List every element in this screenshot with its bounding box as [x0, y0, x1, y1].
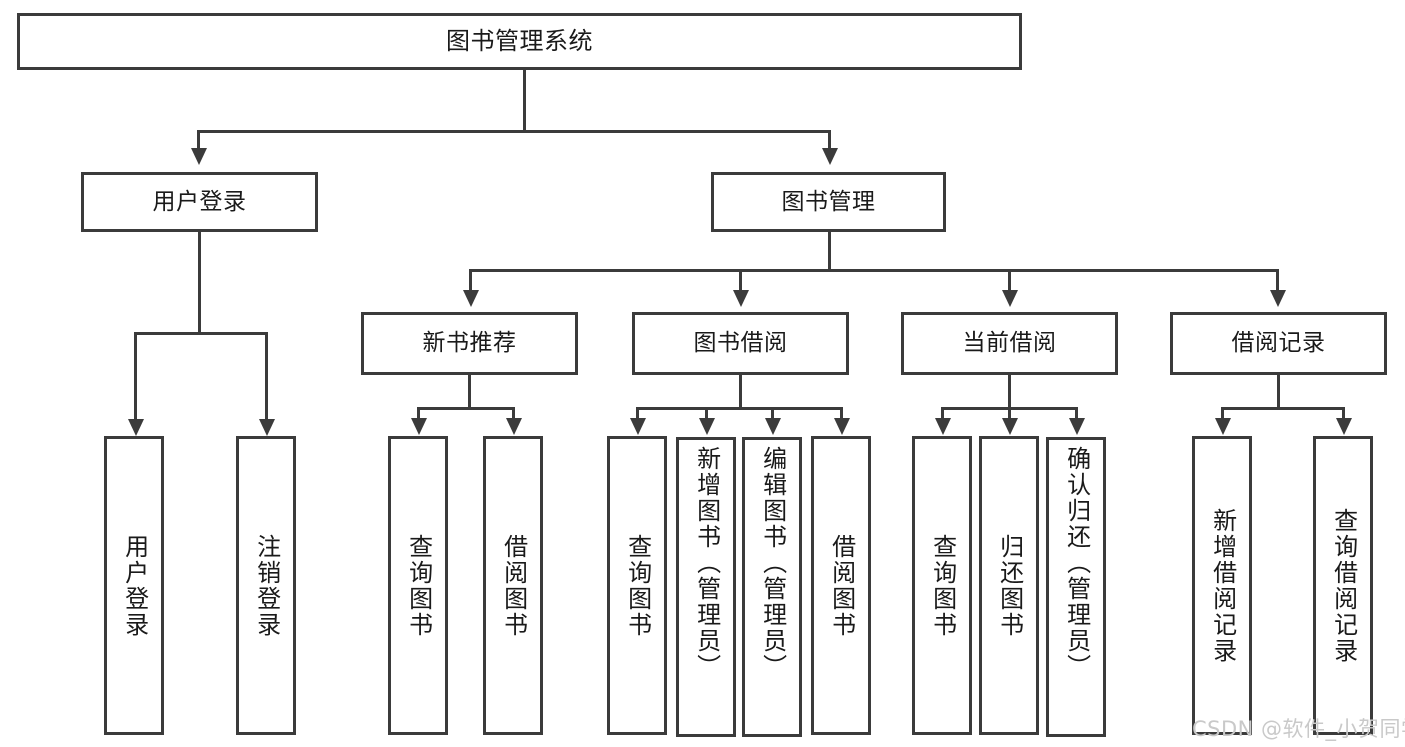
leaf-query-book-current[interactable]: 查询图书: [912, 436, 972, 735]
connector-book-borrow-down: [739, 375, 742, 410]
connector-root-down: [523, 70, 526, 132]
connector-current-borrow-leaf-2: [1008, 407, 1011, 418]
node-label: 用户登录: [152, 188, 247, 215]
connector-current-borrow-leaf-1: [941, 407, 944, 418]
node-new-book-recommend[interactable]: 新书推荐: [361, 312, 578, 375]
node-label: 图书借阅: [693, 330, 788, 357]
connector-borrow-records-leaf-2: [1342, 407, 1345, 418]
arrow-book-borrow-leaf-2: [699, 418, 715, 435]
node-label: 确认归还（管理员）: [1062, 446, 1091, 680]
arrow-new-book-leaf-2: [506, 418, 522, 435]
arrow-to-book-mgmt: [822, 148, 838, 165]
arrow-current-borrow-leaf-1: [935, 418, 951, 435]
node-label: 图书管理: [781, 188, 876, 215]
connector-user-login-leaf-2: [265, 332, 268, 419]
leaf-user-login[interactable]: 用户登录: [104, 436, 164, 735]
arrow-user-login-leaf-2: [259, 419, 275, 436]
node-root-system[interactable]: 图书管理系统: [17, 13, 1022, 70]
node-label: 查询图书: [623, 533, 652, 638]
node-label: 新增借阅记录: [1208, 507, 1237, 664]
connector-new-book-leaf-1: [417, 407, 420, 418]
node-label: 新增图书（管理员）: [692, 446, 721, 680]
connector-book-borrow-leaf-2: [705, 407, 708, 418]
arrow-borrow-records-leaf-2: [1336, 418, 1352, 435]
node-label: 查询图书: [928, 533, 957, 638]
node-book-borrow[interactable]: 图书借阅: [632, 312, 849, 375]
node-label: 借阅图书: [499, 533, 528, 638]
connector-book-borrow-bar: [636, 407, 843, 410]
arrow-current-borrow-leaf-2: [1002, 418, 1018, 435]
node-label: 查询借阅记录: [1329, 507, 1358, 664]
connector-new-book-bar: [417, 407, 515, 410]
leaf-add-borrow-record[interactable]: 新增借阅记录: [1192, 436, 1252, 735]
arrow-new-book-leaf-1: [411, 418, 427, 435]
leaf-query-book-recommend[interactable]: 查询图书: [388, 436, 448, 735]
leaf-add-book-admin[interactable]: 新增图书（管理员）: [676, 437, 736, 737]
connector-new-book-leaf-2: [512, 407, 515, 418]
arrow-book-borrow-leaf-4: [834, 418, 850, 435]
node-label: 借阅记录: [1231, 330, 1326, 357]
connector-to-new-book: [469, 269, 472, 290]
node-user-login[interactable]: 用户登录: [81, 172, 318, 232]
connector-to-book-mgmt: [828, 130, 831, 148]
arrow-to-new-book: [463, 290, 479, 307]
node-label: 归还图书: [995, 533, 1024, 638]
connector-root-bar: [197, 130, 831, 133]
leaf-query-borrow-record[interactable]: 查询借阅记录: [1313, 436, 1373, 735]
node-book-management[interactable]: 图书管理: [711, 172, 946, 232]
connector-user-login-bar: [134, 332, 268, 335]
connector-to-book-borrow: [739, 269, 742, 290]
node-borrow-records[interactable]: 借阅记录: [1170, 312, 1387, 375]
arrow-borrow-records-leaf-1: [1215, 418, 1231, 435]
leaf-edit-book-admin[interactable]: 编辑图书（管理员）: [742, 437, 802, 737]
connector-current-borrow-leaf-3: [1075, 407, 1078, 418]
connector-book-mgmt-bar: [469, 269, 1279, 272]
node-label: 新书推荐: [422, 330, 517, 357]
connector-to-current-borrow: [1008, 269, 1011, 290]
connector-new-book-down: [468, 375, 471, 410]
connector-borrow-records-down: [1277, 375, 1280, 410]
connector-user-login-down: [198, 232, 201, 335]
leaf-query-book-borrow[interactable]: 查询图书: [607, 436, 667, 735]
arrow-to-book-borrow: [733, 290, 749, 307]
connector-book-borrow-leaf-1: [636, 407, 639, 418]
node-label: 注销登录: [252, 533, 281, 638]
arrow-user-login-leaf-1: [128, 419, 144, 436]
node-label: 用户登录: [120, 533, 149, 638]
arrow-book-borrow-leaf-3: [765, 418, 781, 435]
arrow-book-borrow-leaf-1: [630, 418, 646, 435]
node-label: 图书管理系统: [446, 26, 593, 55]
node-current-borrow[interactable]: 当前借阅: [901, 312, 1118, 375]
connector-book-mgmt-down: [828, 232, 831, 272]
leaf-borrow-book-recommend[interactable]: 借阅图书: [483, 436, 543, 735]
arrow-current-borrow-leaf-3: [1069, 418, 1085, 435]
connector-current-borrow-down: [1008, 375, 1011, 410]
node-label: 编辑图书（管理员）: [758, 446, 787, 680]
leaf-return-book[interactable]: 归还图书: [979, 436, 1039, 735]
arrow-to-current-borrow: [1002, 290, 1018, 307]
connector-borrow-records-leaf-1: [1221, 407, 1224, 418]
arrow-to-borrow-records: [1270, 290, 1286, 307]
node-label: 当前借阅: [962, 330, 1057, 357]
connector-to-user-login: [197, 130, 200, 148]
connector-book-borrow-leaf-3: [771, 407, 774, 418]
connector-user-login-leaf-1: [134, 332, 137, 419]
arrow-to-user-login: [191, 148, 207, 165]
connector-book-borrow-leaf-4: [840, 407, 843, 418]
connector-borrow-records-bar: [1221, 407, 1345, 410]
node-label: 查询图书: [404, 533, 433, 638]
leaf-confirm-return-admin[interactable]: 确认归还（管理员）: [1046, 437, 1106, 737]
leaf-borrow-book[interactable]: 借阅图书: [811, 436, 871, 735]
node-label: 借阅图书: [827, 533, 856, 638]
connector-to-borrow-records: [1276, 269, 1279, 290]
leaf-logout[interactable]: 注销登录: [236, 436, 296, 735]
